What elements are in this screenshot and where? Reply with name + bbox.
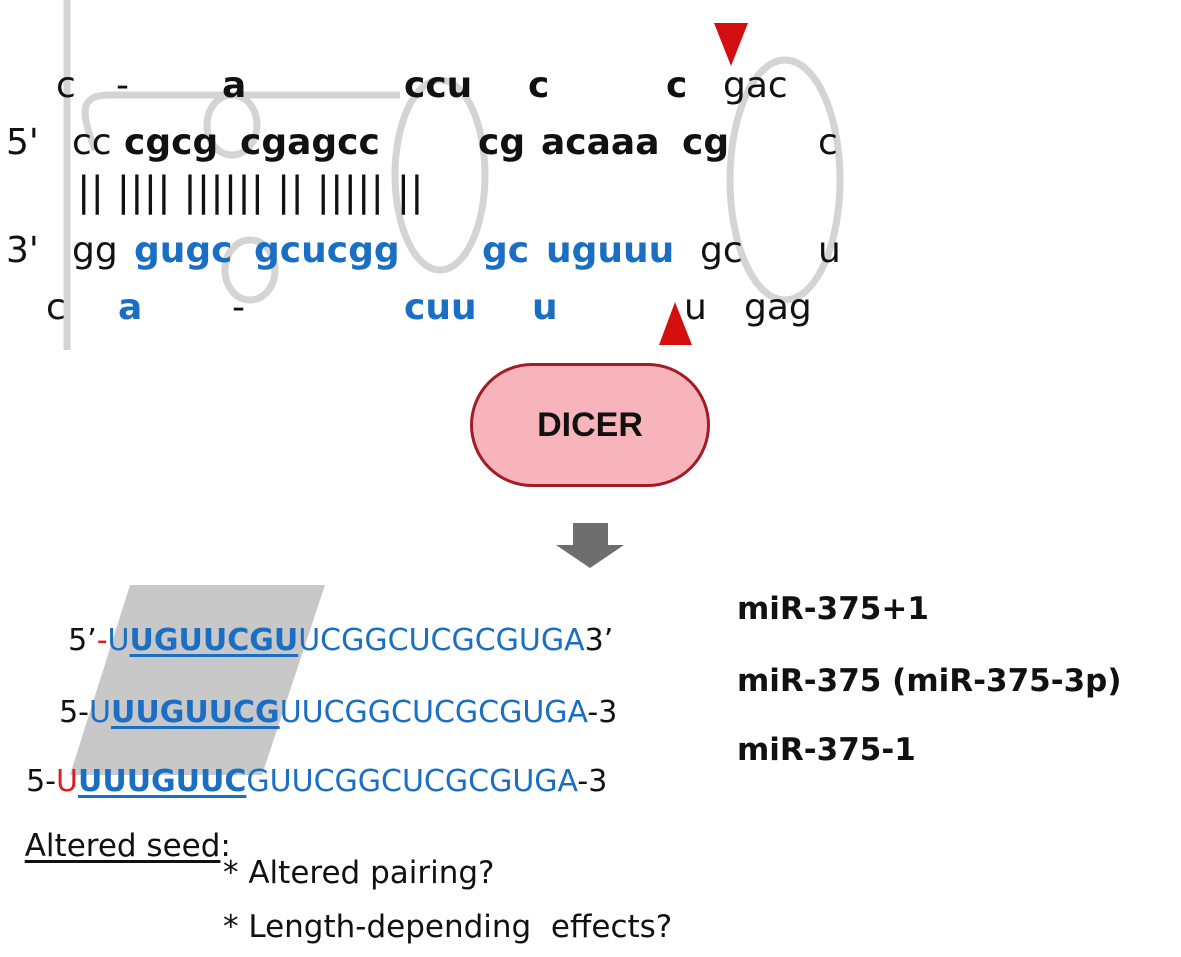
bottom-stem-3: gcucgg: [254, 230, 400, 271]
top-stem-6: cg: [682, 122, 730, 163]
isoform-seed: UGUUCGU: [129, 623, 299, 658]
isoform-seed: UUUGUUC: [77, 764, 247, 799]
bottom-stem-6: gc: [700, 230, 743, 271]
bottom-unpaired-6: u: [684, 287, 707, 328]
isoform-name-1: miR-375+1: [737, 591, 929, 627]
bulge-loop-top: [203, 91, 261, 159]
top-unpaired-2: -: [116, 65, 129, 106]
isoform-seed: UUGUUCG: [110, 695, 280, 730]
bottom-unpaired-1: c: [46, 287, 66, 328]
cleavage-site-bottom-icon: [659, 302, 692, 345]
cleavage-site-top-icon: [714, 23, 748, 66]
isoform-name-3: miR-375-1: [737, 732, 916, 768]
isoform-suffix: -3: [587, 695, 618, 730]
stem-top-backbone: [81, 91, 400, 152]
isoform-lead-base: U: [89, 695, 111, 730]
isoform-rest: UUCGGCUCGCGUGA: [279, 695, 588, 730]
five-prime-label: 5': [6, 122, 39, 163]
top-loop-nucleotide: c: [818, 122, 838, 163]
isoform-name-2: miR-375 (miR-375-3p): [737, 663, 1122, 699]
bottom-unpaired-3: -: [232, 287, 245, 328]
isoform-prefix: 5-: [26, 764, 56, 799]
top-unpaired-1: c: [56, 65, 76, 106]
isoform-sequence-1: 5’-UUGUUCGUUCGGCUCGCGUGA3’: [49, 596, 613, 656]
bulge-loop-bottom: [221, 236, 279, 304]
top-stem-2: cgcg: [124, 122, 219, 163]
top-unpaired-6: c: [666, 65, 688, 106]
top-unpaired-5: c: [528, 65, 550, 106]
top-unpaired-4: ccu: [404, 65, 473, 106]
altered-seed-heading-text: Altered seed: [24, 828, 221, 864]
isoform-rest: UCGGCUCGCGUGA: [298, 623, 585, 658]
isoform-sequence-2: 5-UUUGUUCGUUCGGCUCGCGUGA-3: [40, 668, 617, 728]
dicer-enzyme: DICER: [470, 363, 710, 487]
internal-loop: [391, 76, 489, 274]
isoform-sequence-3: 5-UUUUGUUCGUUCGGCUCGCGUGA-3: [7, 737, 607, 797]
three-prime-label: 3': [6, 230, 39, 271]
seed-shading: [70, 585, 325, 775]
isoform-rest: GUUCGGCUCGCGUGA: [246, 764, 578, 799]
isoform-suffix: 3’: [584, 623, 614, 658]
top-stem-3: cgagcc: [240, 122, 380, 163]
isoform-lead-base: U: [107, 623, 130, 658]
top-stem-4: cg: [478, 122, 526, 163]
down-arrow-icon: [556, 523, 624, 568]
bottom-unpaired-5: u: [532, 287, 558, 328]
terminal-loop: [726, 56, 844, 304]
bottom-stem-1: gg: [72, 230, 118, 271]
top-unpaired-3: a: [222, 65, 247, 106]
dicer-label: DICER: [537, 405, 643, 444]
isoform-dash: -: [96, 623, 108, 658]
isoform-prefix: 5’: [68, 623, 97, 658]
bottom-stem-2: gugc: [134, 230, 233, 271]
altered-seed-heading: Altered seed:: [5, 800, 231, 862]
base-pair-bars: || |||| |||||| || ||||| ||: [77, 169, 424, 215]
top-stem-5: acaaa: [541, 122, 660, 163]
bottom-unpaired-7: gag: [744, 287, 812, 328]
isoform-prefix: 5-: [59, 695, 89, 730]
note-item-2: * Length-depending effects?: [223, 909, 673, 945]
bottom-unpaired-4: cuu: [404, 287, 477, 328]
bottom-unpaired-2: a: [118, 287, 143, 328]
bottom-stem-5: uguuu: [546, 230, 675, 271]
altered-seed-heading-colon: :: [220, 828, 231, 864]
isoform-lead-base: U: [56, 764, 78, 799]
note-item-1: * Altered pairing?: [223, 855, 495, 891]
bottom-stem-4: gc: [482, 230, 530, 271]
top-stem-1: cc: [72, 122, 112, 163]
isoform-suffix: -3: [577, 764, 608, 799]
top-unpaired-7: gac: [723, 65, 788, 106]
bottom-loop-nucleotide: u: [818, 230, 841, 271]
